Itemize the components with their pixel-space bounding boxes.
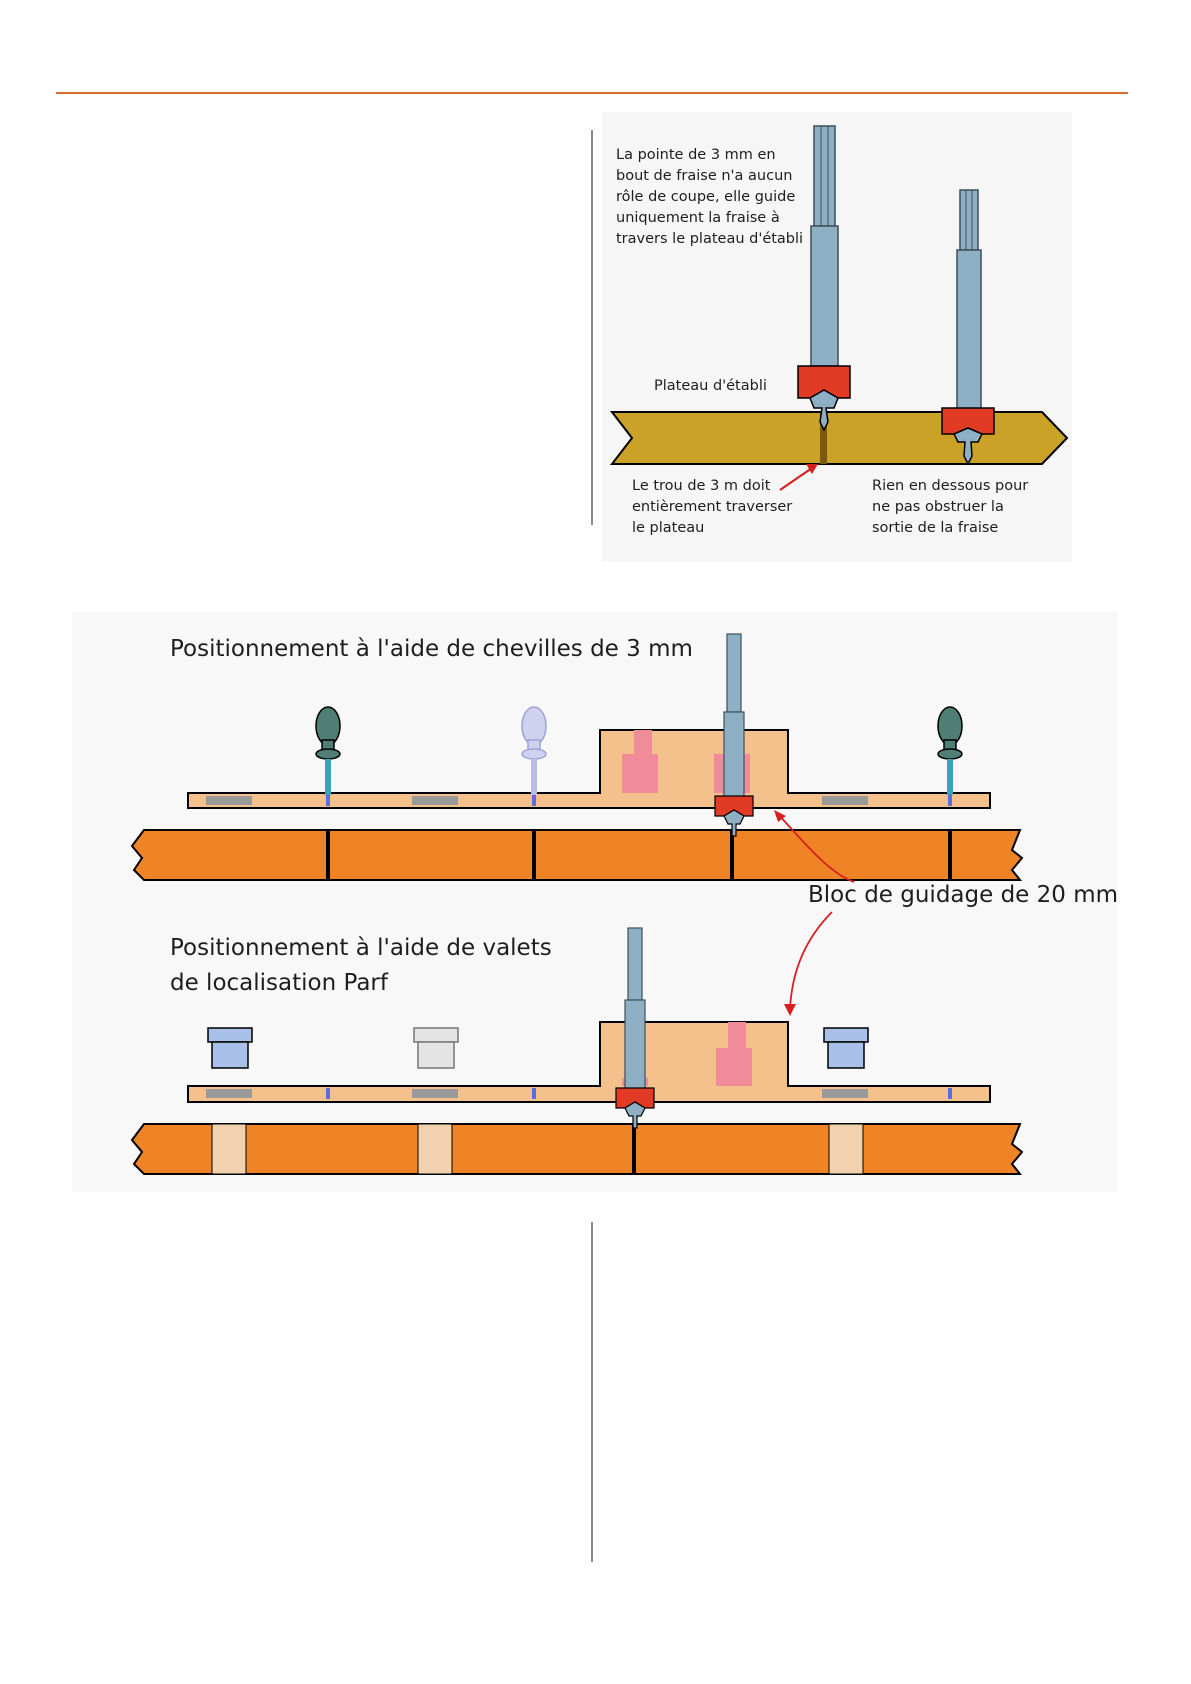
- peg-light: [521, 706, 547, 795]
- positioning-diagram: Positionnement à l'aide de chevilles de …: [72, 612, 1118, 1192]
- peg-hole: [326, 795, 330, 806]
- template-plate: [187, 729, 991, 809]
- tip-note-line: uniquement la fraise à: [616, 210, 780, 226]
- guide-block-arrow: [789, 911, 833, 1011]
- hole-arrow: [779, 467, 813, 491]
- parf-clamp-insert: [828, 1123, 864, 1175]
- workbench-top: [130, 829, 1024, 881]
- peg-dark: [937, 706, 963, 795]
- hole-note-line: entièrement traverser: [632, 499, 792, 515]
- peg-hole: [532, 795, 536, 806]
- router-bit: [615, 927, 655, 1129]
- guide-block-arrow: [777, 813, 855, 883]
- section-title-clamps: de localisation Parf: [170, 970, 389, 996]
- template-insert: [822, 796, 868, 805]
- router-bit: [714, 633, 754, 837]
- below-note-line: sortie de la fraise: [872, 520, 998, 536]
- column-divider-bottom: [591, 1222, 593, 1562]
- parf-clamp-cap: [207, 1027, 253, 1069]
- template-insert: [412, 796, 458, 805]
- hole-note: Le trou de 3 m doit entièrement traverse…: [632, 478, 792, 536]
- template-plate: [187, 1021, 991, 1103]
- template-insert: [206, 796, 252, 805]
- workbench-top: [609, 411, 1069, 465]
- tip-note: La pointe de 3 mm en bout de fraise n'a …: [616, 147, 803, 247]
- bench-hole: [632, 1124, 636, 1174]
- router-bit-diagram: La pointe de 3 mm en bout de fraise n'a …: [602, 112, 1072, 562]
- peg-section: Positionnement à l'aide de chevilles de …: [130, 633, 1024, 881]
- bench-hole: [326, 830, 330, 880]
- peg-hole: [948, 795, 952, 806]
- column-divider-top: [591, 130, 593, 525]
- below-note-line: Rien en dessous pour: [872, 478, 1028, 494]
- guide-block-arrow-head: [784, 1004, 796, 1016]
- below-note-line: ne pas obstruer la: [872, 499, 1004, 515]
- bench-hole: [948, 830, 952, 880]
- tip-note-line: La pointe de 3 mm en: [616, 147, 776, 163]
- template-insert: [412, 1089, 458, 1098]
- section-title-pegs: Positionnement à l'aide de chevilles de …: [170, 636, 693, 662]
- hole-note-line: le plateau: [632, 520, 704, 536]
- tip-note-line: rôle de coupe, elle guide: [616, 189, 795, 205]
- parf-clamp-insert: [417, 1123, 453, 1175]
- hole-note-line: Le trou de 3 m doit: [632, 478, 771, 494]
- header-rule: [56, 92, 1128, 94]
- guide-block-arrow-head: [774, 810, 786, 822]
- workbench-top: [130, 1123, 1024, 1175]
- guide-block-label: Bloc de guidage de 20 mm: [808, 882, 1118, 908]
- template-insert: [822, 1089, 868, 1098]
- bench-hole: [730, 830, 734, 880]
- clamp-section: Positionnement à l'aide de valets de loc…: [130, 927, 1024, 1175]
- section-title-clamps: Positionnement à l'aide de valets: [170, 935, 552, 961]
- bench-hole: [532, 830, 536, 880]
- hole-arrow-head: [806, 464, 818, 474]
- bushing: [622, 730, 658, 793]
- parf-clamp-cap-light: [413, 1027, 459, 1069]
- clamp-hole: [532, 1088, 536, 1099]
- bench-label: Plateau d'établi: [654, 378, 767, 394]
- peg-dark: [315, 706, 341, 795]
- bushing: [716, 1022, 752, 1086]
- through-hole: [820, 412, 827, 464]
- router-bit-left: [797, 125, 851, 432]
- clamp-hole: [326, 1088, 330, 1099]
- template-insert: [206, 1089, 252, 1098]
- parf-clamp-cap: [823, 1027, 869, 1069]
- below-note: Rien en dessous pour ne pas obstruer la …: [872, 478, 1028, 536]
- clamp-hole: [948, 1088, 952, 1099]
- parf-clamp-insert: [211, 1123, 247, 1175]
- router-bit-right: [941, 189, 995, 466]
- tip-note-line: bout de fraise n'a aucun: [616, 168, 792, 184]
- tip-note-line: travers le plateau d'établi: [616, 231, 803, 247]
